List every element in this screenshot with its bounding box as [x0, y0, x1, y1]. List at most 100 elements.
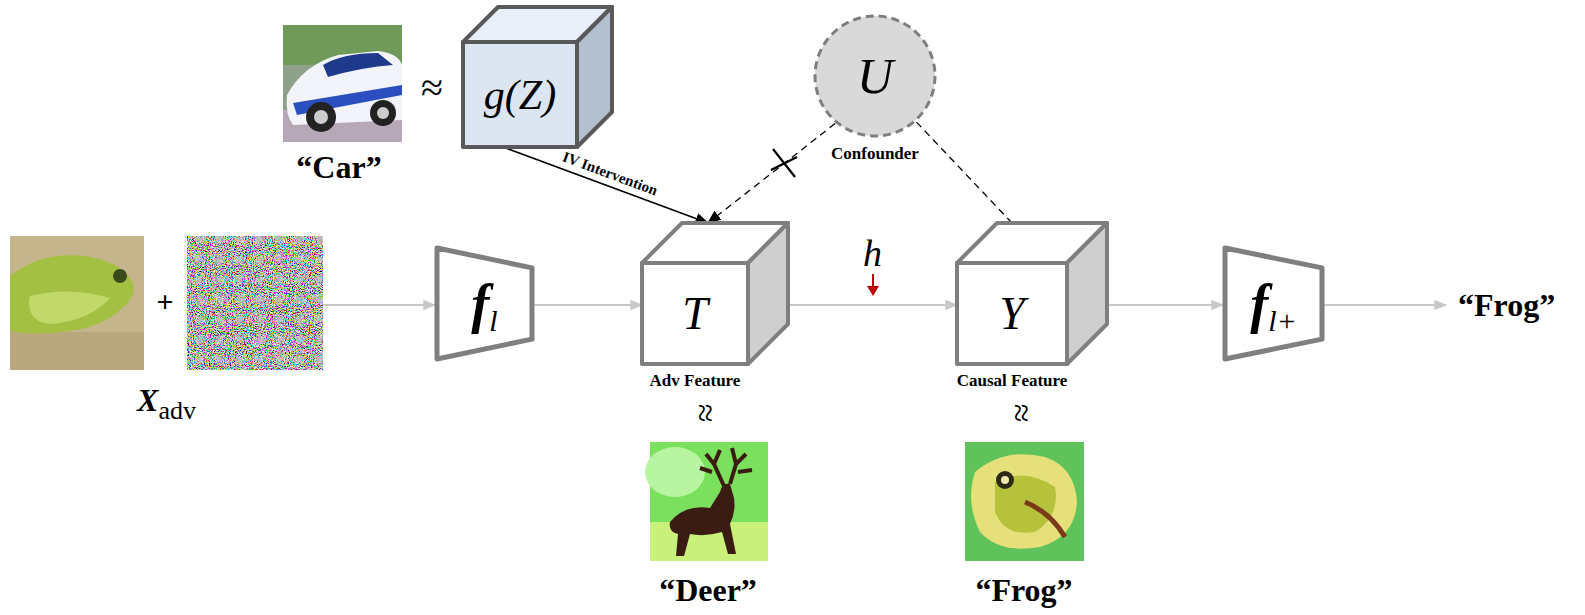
frog-input-image — [10, 332, 144, 370]
arrow-connector — [323, 304, 435, 306]
car-image — [323, 53, 393, 77]
node-symbol: f — [1250, 274, 1268, 334]
causal-feature-cube-outline — [957, 223, 1107, 364]
frog-causal-image — [996, 471, 1014, 489]
cube-side-face — [748, 223, 788, 364]
text-row: Adv Feature — [650, 372, 741, 389]
node-caption: l — [489, 304, 497, 337]
node-symbol: f — [471, 274, 489, 334]
text-row: U — [857, 51, 893, 101]
car-image — [283, 25, 402, 142]
arrow-connector — [1324, 304, 1446, 306]
frog-input-image — [29, 291, 110, 324]
cube-front-face — [642, 263, 748, 364]
node-caption: adv — [158, 396, 196, 425]
intervention-pointer — [867, 274, 879, 296]
adv-feature-cube-outline — [642, 223, 788, 364]
adv-feature-cube: TAdv Feature — [642, 223, 788, 364]
node-caption: Causal Feature — [957, 371, 1068, 390]
class-label: “Frog” — [975, 574, 1072, 606]
cube-front-face — [463, 42, 577, 147]
node-symbol: Y — [999, 288, 1025, 339]
arrow-connector — [534, 304, 642, 306]
deer-image — [645, 447, 705, 497]
frog-causal-image — [971, 454, 1077, 549]
edge-label: h — [862, 234, 883, 272]
car-image — [314, 110, 328, 124]
noise-image — [187, 236, 323, 370]
car-image — [377, 107, 389, 119]
frog-causal-image — [1025, 502, 1065, 537]
node-symbol: X — [137, 382, 158, 418]
cube-side-face — [1067, 223, 1107, 364]
node-symbol: g(Z) — [484, 72, 556, 118]
text-group: U — [813, 14, 937, 138]
deer-image — [670, 484, 736, 556]
encoder-trapezoid: fl — [435, 246, 534, 361]
car-image — [283, 25, 402, 142]
frog-causal-image — [965, 442, 1084, 561]
car-image — [287, 51, 402, 125]
arrow-connector — [503, 147, 708, 223]
node-symbol: U — [857, 48, 893, 104]
plus-sign: + — [156, 287, 173, 317]
text-row: fl — [471, 277, 497, 331]
trapezoid-outline — [1225, 248, 1322, 359]
edge-label: IV Intervention — [559, 149, 660, 199]
node-caption: Confounder — [831, 144, 919, 163]
text-group: T — [642, 263, 748, 364]
text-row: “Frog” — [1458, 289, 1555, 321]
arrow-connector — [708, 123, 835, 223]
class-label: “Car” — [296, 151, 381, 183]
output-class: “Frog” — [1446, 283, 1557, 327]
text-group: Adv Feature — [642, 372, 748, 389]
frog-input-image — [10, 236, 144, 370]
deer-image — [700, 448, 752, 486]
text-row: T — [682, 291, 708, 337]
text-group: fl+ — [1223, 246, 1324, 361]
node-symbol: “Frog” — [1458, 287, 1555, 323]
text-group: Causal Feature — [957, 372, 1067, 389]
frog-causal-image — [965, 442, 1084, 561]
frog-input-image — [113, 269, 127, 283]
arrow-connector — [1107, 304, 1223, 306]
text-row: Xadv — [137, 384, 196, 416]
text-group: Y — [957, 263, 1067, 364]
approx-sign: ≈ — [688, 404, 722, 423]
frog-causal-image — [1001, 476, 1009, 484]
node-caption: l+ — [1268, 304, 1297, 337]
text-row: Causal Feature — [957, 372, 1068, 389]
approx-sign: ≈ — [421, 68, 443, 108]
confounder-circle: UConfounder — [813, 14, 937, 138]
decoder-trapezoid-outline — [1223, 246, 1324, 361]
approx-sign: ≈ — [1004, 404, 1038, 423]
cube-front-face — [957, 263, 1067, 364]
class-label: “Deer” — [659, 574, 757, 606]
text-group: Confounder — [813, 145, 937, 162]
intervention-pointer — [867, 286, 879, 296]
node-symbol: T — [682, 288, 708, 339]
text-group: fl — [435, 246, 534, 361]
node-caption: Adv Feature — [650, 371, 741, 390]
text-row: g(Z) — [484, 74, 556, 116]
deer-image — [645, 442, 768, 561]
arrow-connector — [916, 122, 1012, 223]
causal-feature-cube: YCausal Feature — [957, 223, 1107, 364]
text-row: Confounder — [831, 145, 919, 162]
confounder-outline — [815, 16, 935, 136]
text-group: Xadv — [10, 384, 323, 416]
text-group: g(Z) — [463, 42, 577, 147]
text-row: fl+ — [1250, 277, 1297, 331]
arrow-connector — [788, 304, 957, 306]
cube-side-face — [577, 7, 612, 147]
car-image — [306, 102, 336, 132]
decoder-trapezoid: fl+ — [1223, 246, 1324, 361]
text-row: Y — [999, 291, 1025, 337]
generator-cube: g(Z) — [463, 7, 612, 147]
car-image — [370, 100, 396, 126]
trapezoid-outline — [437, 248, 532, 359]
